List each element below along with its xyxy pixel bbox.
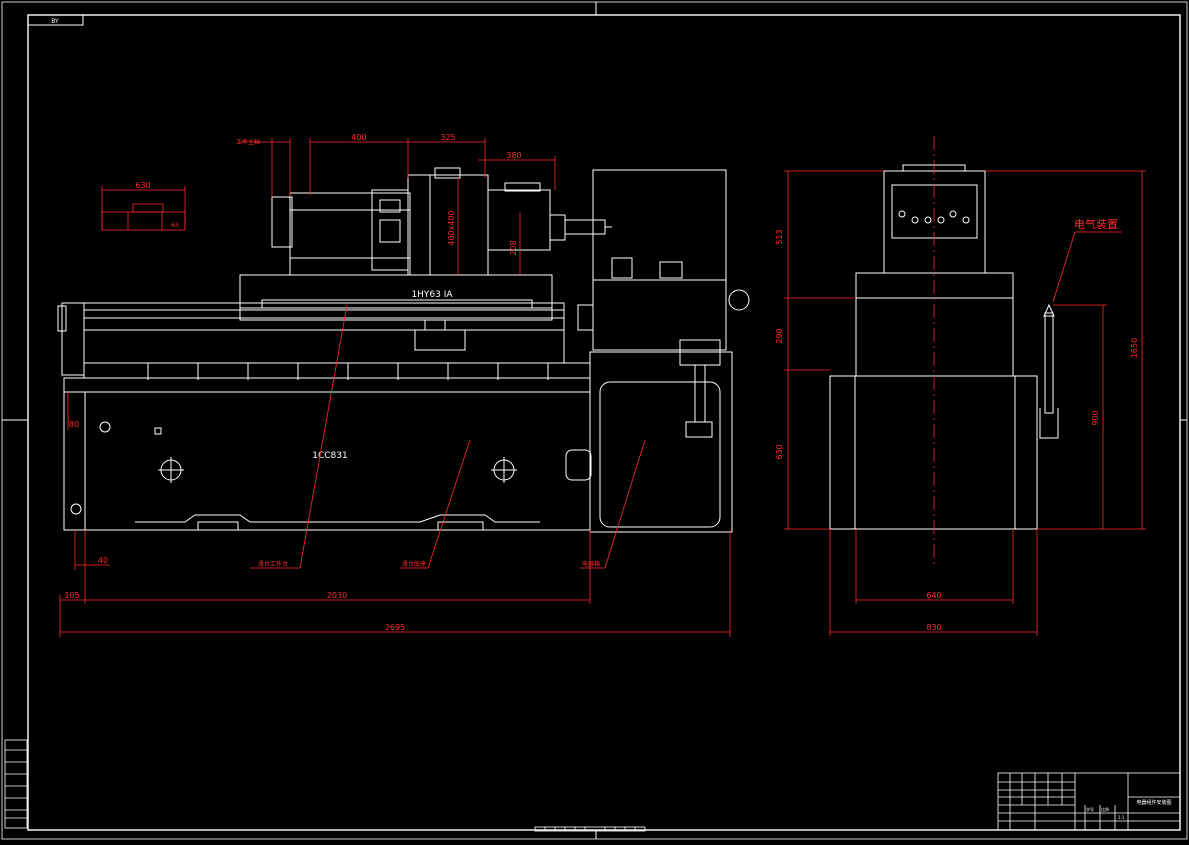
dim-513: 513 (775, 229, 784, 244)
dim-1650: 1650 (1130, 338, 1139, 358)
dim-208: 208 (509, 240, 518, 255)
dim-325: 325 (440, 133, 455, 142)
dim-640: 640 (926, 591, 941, 600)
dim-900: 900 (1091, 410, 1100, 425)
title-block-small-3: 1:1 (1118, 815, 1125, 820)
leader-label-2: 滑台底座 (402, 560, 426, 568)
slide-table (239, 274, 553, 321)
dim-2695: 2695 (385, 623, 405, 632)
dim-290: 290 (775, 328, 784, 343)
dim-630-side: 630 (775, 444, 784, 459)
front-dimensions (59, 138, 731, 637)
dim-2030: 2030 (327, 591, 347, 600)
side-middle (855, 272, 1014, 377)
side-view-machine (829, 164, 1059, 530)
front-dim-texts: 400 325 380 400x400 208 630 63 80 40 105… (64, 133, 521, 632)
dim-80: 80 (69, 420, 79, 429)
electrical-device-label: 电气装置 (1074, 217, 1118, 231)
bottom-scale-bar (534, 826, 646, 832)
dim-400x400: 400x400 (447, 210, 456, 245)
side-dim-texts: 513 290 630 900 1650 640 830 电气装置 (775, 217, 1139, 632)
dim-380: 380 (506, 151, 521, 160)
corner-tag: BY (51, 18, 59, 25)
side-head (883, 170, 986, 274)
dim-63: 63 (171, 222, 179, 229)
leader-label-1: 滑台工作台 (258, 560, 288, 568)
dim-400: 400 (351, 133, 366, 142)
dim-830: 830 (926, 623, 941, 632)
left-info-strip (4, 739, 28, 829)
side-label-small: 工件主轴 (236, 138, 260, 146)
leader-line-2 (427, 439, 471, 569)
title-block-small-1: 学号 (1086, 806, 1094, 812)
electrical-leader (1052, 231, 1076, 303)
title-block-name: 电器组件安装图 (1136, 799, 1171, 806)
base-model-label: 1CC831 (312, 451, 347, 461)
electric-cabinet-lower (589, 351, 733, 533)
title-block (997, 772, 1181, 831)
machine-model-label: 1HY63 IA (411, 290, 453, 300)
dim-105: 105 (64, 591, 79, 600)
leader-line-1 (299, 304, 348, 569)
title-block-small-2: 比例 (1101, 806, 1109, 812)
slide-rail (83, 302, 565, 364)
side-dimensions (784, 170, 1146, 636)
leader-line-3 (604, 439, 646, 569)
motor-body (289, 192, 411, 276)
side-base (829, 375, 1038, 530)
front-view-machine (57, 167, 750, 533)
front-leader-texts: 滑台工作台 滑台底座 电器箱 工件主轴 (236, 138, 600, 568)
dim-630-legend: 630 (135, 181, 150, 190)
dim-40: 40 (98, 556, 108, 565)
leader-label-3: 电器箱 (582, 560, 600, 568)
